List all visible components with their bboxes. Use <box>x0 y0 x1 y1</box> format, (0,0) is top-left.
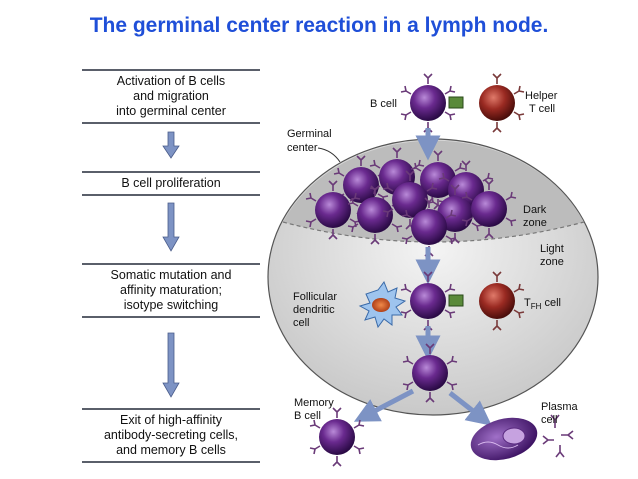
light-zone-label: zone <box>540 256 564 268</box>
germinal-center-leader <box>317 147 341 163</box>
flow-arrow-3 <box>162 332 180 398</box>
tfh-label-main: T <box>524 297 531 309</box>
germinal-center-label: center <box>287 142 318 154</box>
step-line: and migration <box>133 89 209 103</box>
step-line: Activation of B cells <box>116 74 226 88</box>
b-cell-label: B cell <box>370 98 397 110</box>
follicular-dendritic-cell <box>358 280 407 329</box>
tfh-label: TFH cell <box>524 297 561 311</box>
step-line: into germinal center <box>116 104 226 118</box>
dark-zone-label: zone <box>523 217 547 229</box>
step-activation: Activation of B cells and migration into… <box>82 69 260 124</box>
memory-b-cell-label: B cell <box>294 410 321 422</box>
tfh-label-sub: FH <box>531 302 542 311</box>
helper-t-cell-label: Helper <box>525 90 558 102</box>
fdc-label: Follicular <box>293 291 337 303</box>
step-line: antibody-secreting cells, <box>103 428 239 442</box>
arrow-to-memory <box>353 388 415 422</box>
step-line: affinity maturation; <box>120 283 222 297</box>
germinal-center-label: Germinal <box>287 128 332 140</box>
flow-arrow-2 <box>162 202 180 252</box>
synapse-top <box>448 96 464 109</box>
tfh-label-cell: cell <box>541 297 561 309</box>
memory-b-cell-label: Memory <box>294 397 334 409</box>
step-somatic-mutation: Somatic mutation and affinity maturation… <box>82 263 260 318</box>
step-exit: Exit of high-affinity antibody-secreting… <box>82 408 260 463</box>
step-line: isotype switching <box>123 298 219 312</box>
step-line: Somatic mutation and <box>110 268 232 282</box>
arrow-to-plasma <box>448 391 492 426</box>
b-cell-top <box>400 73 456 133</box>
plasma-cell-label: Plasma <box>541 401 579 413</box>
light-zone-label: Light <box>540 243 564 255</box>
plasma-cell-label: cell <box>541 414 558 426</box>
helper-t-cell-label: T cell <box>529 103 555 115</box>
step-proliferation: B cell proliferation <box>82 171 260 196</box>
dark-zone-label: Dark <box>523 204 547 216</box>
step-line: B cell proliferation <box>121 176 221 190</box>
antibodies <box>542 414 574 458</box>
fdc-label: dendritic <box>293 304 335 316</box>
flow-arrows <box>162 131 180 398</box>
step-line: and memory B cells <box>116 443 226 457</box>
step-line: Exit of high-affinity <box>120 413 222 427</box>
fdc-label: cell <box>293 317 310 329</box>
diagram-title: The germinal center reaction in a lymph … <box>89 14 549 37</box>
plasma-cell <box>470 417 538 461</box>
synapse-light <box>448 294 464 307</box>
flow-arrow-1 <box>162 131 180 159</box>
helper-t-cell <box>478 73 525 133</box>
